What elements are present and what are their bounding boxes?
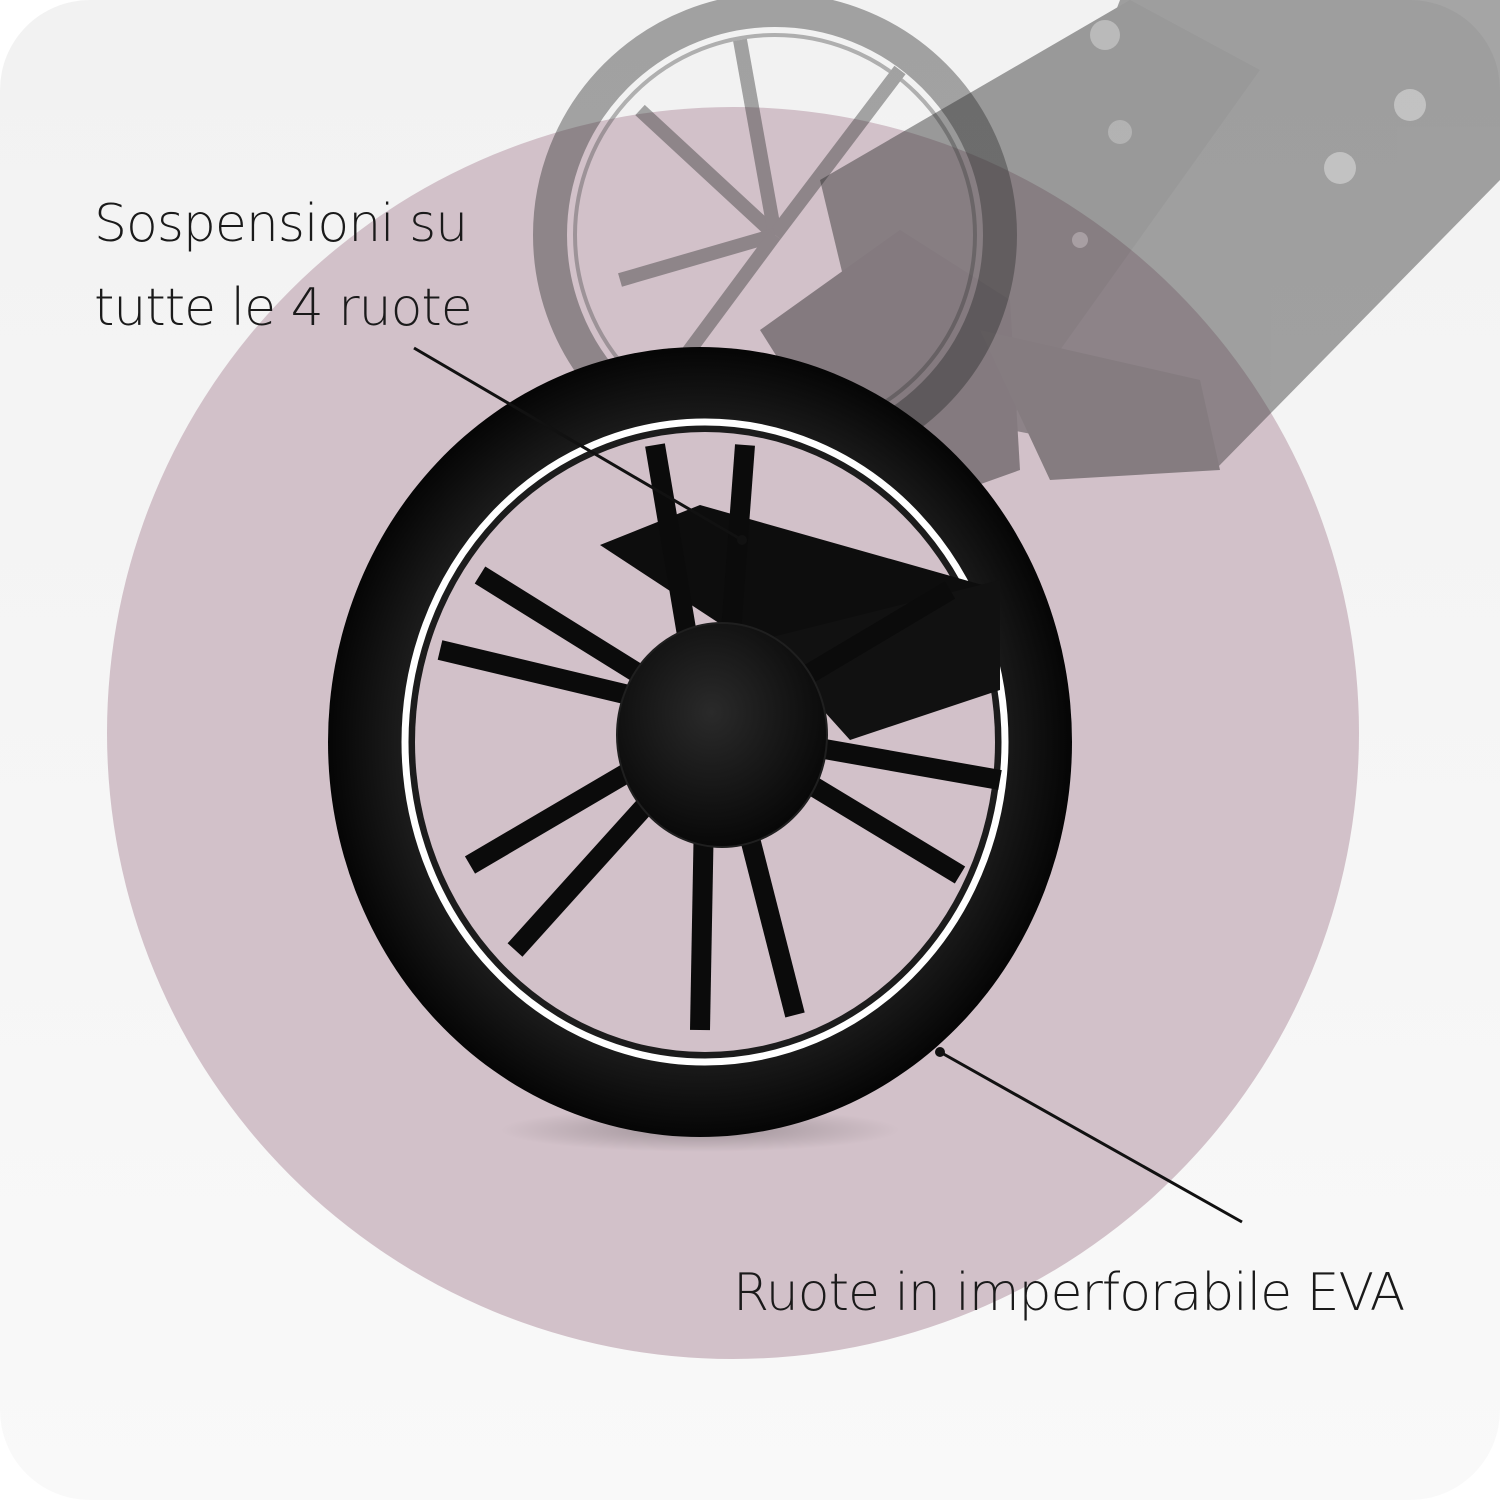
wheels-callout-dot: [935, 1047, 945, 1057]
wheels-callout-label: Ruote in imperforabile EVA: [733, 1263, 1405, 1323]
suspension-callout-line1: Sospensioni su: [94, 194, 468, 254]
main-wheel: [328, 347, 1072, 1137]
suspension-callout-line: [413, 346, 743, 542]
wheels-callout-line: [939, 1050, 1243, 1224]
suspension-callout-label: Sospensioni su tutte le 4 ruote: [94, 182, 473, 350]
stroller-frame: [760, 0, 1500, 520]
suspension-callout-line2: tutte le 4 ruote: [94, 278, 473, 338]
suspension-callout-dot: [737, 535, 747, 545]
